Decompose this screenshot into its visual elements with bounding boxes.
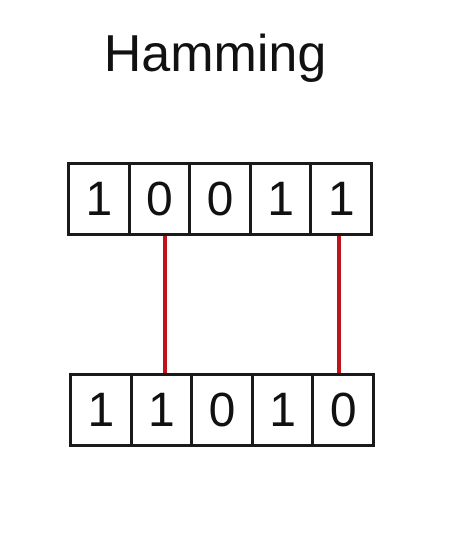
diagram-title: Hamming: [103, 25, 327, 83]
top-bit-cell: 1: [248, 165, 310, 233]
bottom-bit-cell: 0: [311, 376, 372, 444]
top-bit-cell: 0: [188, 165, 249, 233]
bottom-bit-cell: 0: [190, 376, 251, 444]
top-bit-cell: 0: [127, 165, 189, 233]
top-bit-cell: 1: [309, 165, 370, 233]
bottom-bit-string: 1 1 0 1 0: [69, 373, 375, 447]
bottom-bit-cell: 1: [250, 376, 312, 444]
bottom-bit-cell: 1: [129, 376, 191, 444]
top-bit-string: 1 0 0 1 1: [67, 162, 373, 236]
bottom-bit-cell: 1: [87, 383, 115, 437]
top-bit-cell: 1: [85, 172, 113, 226]
